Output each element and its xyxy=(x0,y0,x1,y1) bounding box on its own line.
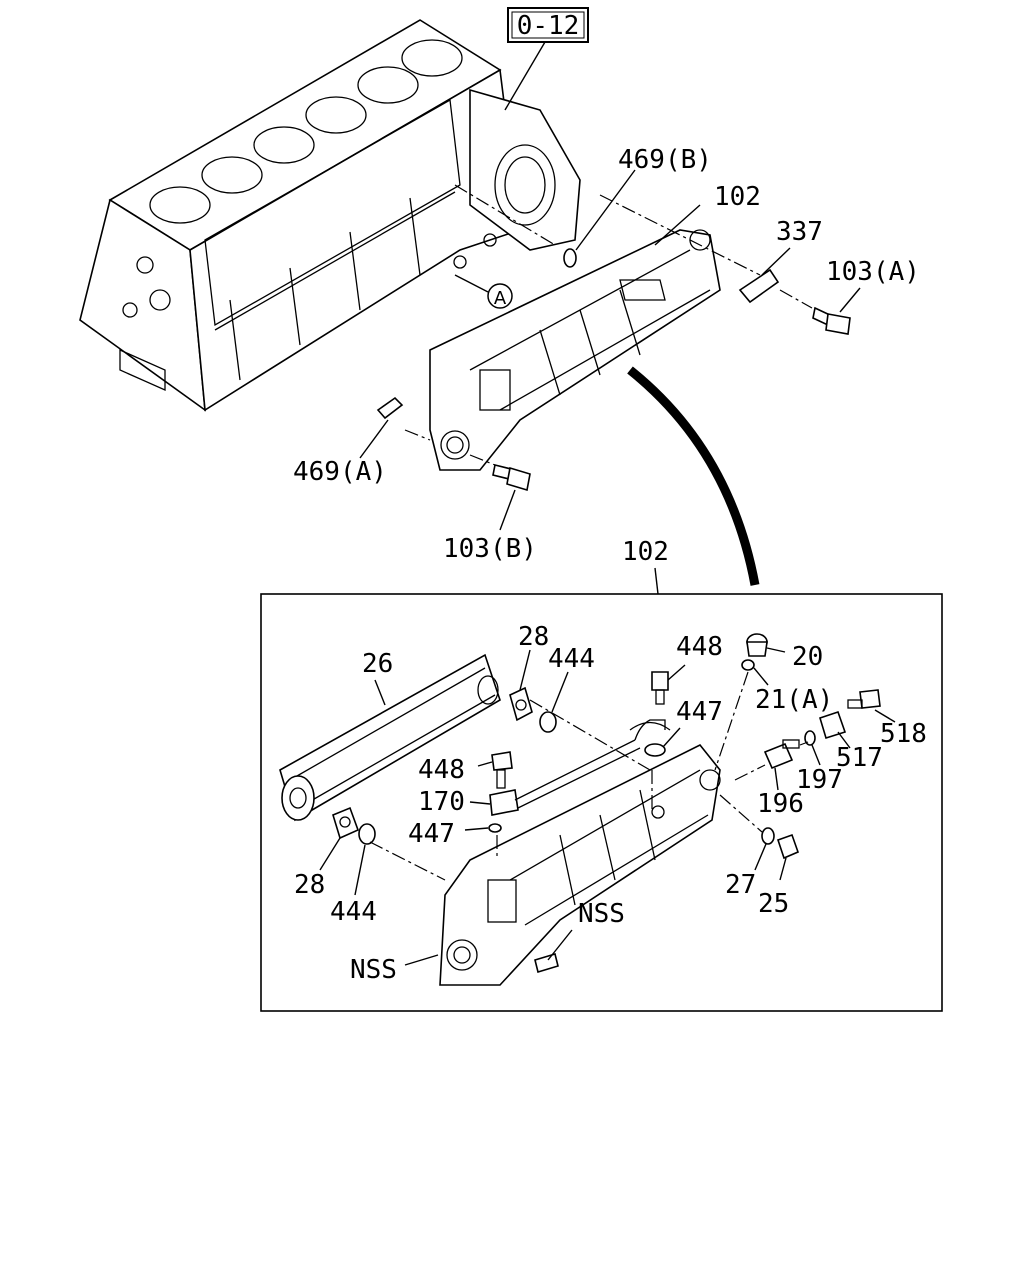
part-444-bot: 444 xyxy=(330,823,377,927)
part-27: 27 xyxy=(725,827,775,900)
label-20: 20 xyxy=(792,642,823,672)
part-448-mid: 448 xyxy=(418,751,513,789)
part-196: 196 xyxy=(757,739,804,819)
ref-box-0-12: 0-12 xyxy=(504,7,589,111)
part-444-top: 444 xyxy=(539,644,595,733)
detail-box: 102 xyxy=(260,537,943,1012)
part-337: 337 xyxy=(738,217,823,304)
label-448-top: 448 xyxy=(676,632,723,662)
label-518: 518 xyxy=(880,719,927,749)
label-102-top: 102 xyxy=(714,182,761,212)
label-469b: 469(B) xyxy=(618,145,712,175)
part-197: 197 xyxy=(796,730,843,795)
label-517: 517 xyxy=(836,743,883,773)
label-447-top: 447 xyxy=(676,697,723,727)
part-469a: 469(A) xyxy=(293,396,404,487)
label-196: 196 xyxy=(757,789,804,819)
label-170: 170 xyxy=(418,787,465,817)
part-103a: 103(A) xyxy=(812,257,920,335)
part-447-mid: 447 xyxy=(408,819,502,849)
part-20: 20 xyxy=(746,633,823,672)
label-102-box: 102 xyxy=(622,537,669,567)
part-448-top: 448 xyxy=(651,632,723,705)
part-25: 25 xyxy=(758,833,800,919)
label-103a: 103(A) xyxy=(826,257,920,287)
label-197: 197 xyxy=(796,765,843,795)
part-21a: 21(A) xyxy=(741,659,833,715)
label-469a: 469(A) xyxy=(293,457,387,487)
part-28-bot: 28 xyxy=(294,806,360,900)
label-21a: 21(A) xyxy=(755,685,833,715)
part-469b: 469(B) xyxy=(563,145,712,268)
label-28-bot: 28 xyxy=(294,870,325,900)
label-26: 26 xyxy=(362,649,393,679)
part-170: 170 xyxy=(418,719,666,817)
label-nss-right: NSS xyxy=(578,899,625,929)
label-nss-left: NSS xyxy=(350,955,397,985)
engine-block xyxy=(79,19,581,412)
callout-a-label: A xyxy=(494,288,507,309)
part-26: 26 xyxy=(279,649,501,822)
oil-cooler-housing xyxy=(439,743,721,986)
label-444-bot: 444 xyxy=(330,897,377,927)
oil-cooler-upper xyxy=(429,229,721,471)
part-518: 518 xyxy=(847,689,927,749)
label-337: 337 xyxy=(776,217,823,247)
part-447-top: 447 xyxy=(629,697,723,757)
ref-box-label: 0-12 xyxy=(517,11,580,41)
part-28-top: 28 xyxy=(509,622,549,722)
label-444-top: 444 xyxy=(548,644,595,674)
detail-arrow xyxy=(627,366,760,586)
label-447-mid: 447 xyxy=(408,819,455,849)
label-27: 27 xyxy=(725,870,756,900)
label-448-mid: 448 xyxy=(418,755,465,785)
part-517: 517 xyxy=(819,710,883,773)
label-25: 25 xyxy=(758,889,789,919)
label-103b: 103(B) xyxy=(443,534,537,564)
part-103b: 103(B) xyxy=(443,464,537,564)
label-28-top: 28 xyxy=(518,622,549,652)
callout-a: A xyxy=(454,274,513,309)
